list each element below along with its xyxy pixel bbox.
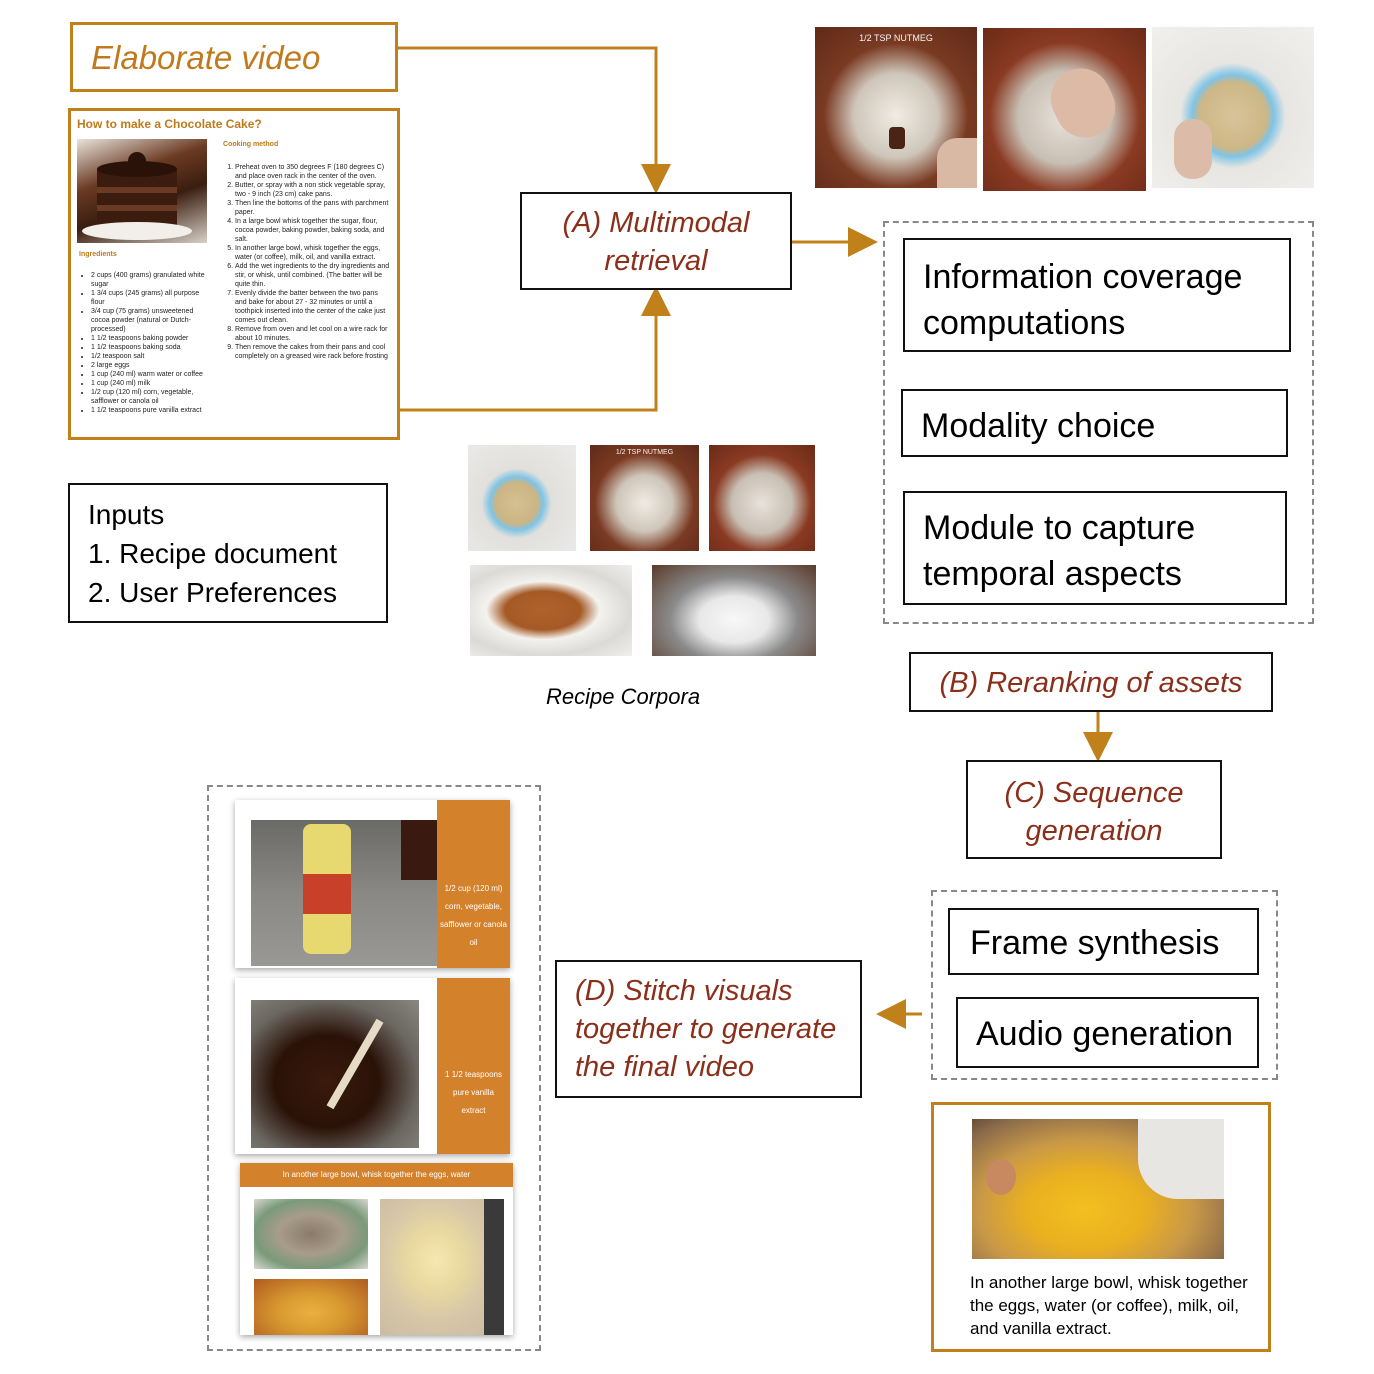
info-coverage-label: Information coverage computations: [923, 258, 1243, 342]
frame-3-caption: In another large bowl, whisk together th…: [282, 1170, 471, 1197]
elaborate-video-label: Elaborate video: [91, 39, 321, 76]
frame-3-caption-panel: In another large bowl, whisk together th…: [240, 1163, 513, 1197]
stitch-box: (D) Stitch visuals together to generate …: [555, 960, 862, 1098]
output-preview-caption: In another large bowl, whisk together th…: [970, 1273, 1248, 1338]
frame-1-caption: 1/2 cup (120 ml) corn, vegetable, safflo…: [440, 884, 507, 947]
frame-3-image-whisk: [380, 1199, 504, 1335]
modules-container: [883, 221, 1314, 624]
retrieved-image-sifter: [1152, 27, 1314, 188]
corpus-image-mixing: [709, 445, 815, 551]
arrow-doc-to-retrieval: [400, 286, 671, 412]
reranking-label: (B) Reranking of assets: [939, 667, 1243, 699]
inputs-item: 1. Recipe document: [88, 538, 338, 569]
corpus-image-sifter: [468, 445, 576, 551]
ingredient-item: 1 1/2 teaspoons baking soda: [91, 343, 209, 352]
step-item: Evenly divide the batter between the two…: [235, 289, 391, 325]
audio-generation-label: Audio generation: [976, 1015, 1234, 1053]
frame-2-caption-panel: 1 1/2 teaspoons pure vanilla extract: [437, 978, 510, 1154]
recipe-document: How to make a Chocolate Cake? Ingredient…: [68, 108, 400, 440]
step-item: Butter, or spray with a non stick vegeta…: [235, 181, 391, 199]
multimodal-retrieval-box: (A) Multimodal retrieval: [520, 192, 792, 290]
ingredient-item: 2 cups (400 grams) granulated white suga…: [91, 271, 209, 289]
nutmeg-label: 1/2 TSP NUTMEG: [859, 33, 933, 43]
retrieved-image-mixing: [983, 28, 1146, 191]
inputs-box: Inputs 1. Recipe document 2. User Prefer…: [68, 483, 388, 623]
info-coverage-box: Information coverage computations: [903, 238, 1291, 352]
ingredient-item: 2 large eggs: [91, 361, 209, 370]
output-preview-image: [972, 1119, 1224, 1259]
cooking-method-heading: Cooking method: [223, 141, 279, 148]
frame-3-image-bowl: [254, 1199, 368, 1269]
ingredient-item: 1/2 cup (120 ml) corn, vegetable, safflo…: [91, 388, 209, 406]
step-item: Then line the bottoms of the pans with p…: [235, 199, 391, 217]
output-frame-3: In another large bowl, whisk together th…: [240, 1163, 513, 1335]
ingredients-list: 2 cups (400 grams) granulated white suga…: [79, 271, 209, 415]
temporal-module-label: Module to capture temporal aspects: [923, 509, 1196, 593]
ingredient-item: 3/4 cup (75 grams) unsweetened cocoa pow…: [91, 307, 209, 334]
reranking-box: (B) Reranking of assets: [909, 652, 1273, 712]
corpus-nutmeg-label: 1/2 TSP NUTMEG: [615, 449, 674, 456]
corpus-image-nutmeg: 1/2 TSP NUTMEG: [590, 445, 699, 551]
sequence-generation-box: (C) Sequence generation: [966, 760, 1222, 859]
sequence-generation-label: (C) Sequence generation: [1004, 777, 1184, 847]
oil-bottle-image: [251, 820, 437, 966]
audio-generation-box: Audio generation: [956, 997, 1259, 1068]
frame-3-image-eggs: [254, 1279, 368, 1335]
step-item: In another large bowl, whisk together th…: [235, 244, 391, 262]
multimodal-retrieval-label: (A) Multimodal retrieval: [562, 207, 750, 277]
output-frame-2: 1 1/2 teaspoons pure vanilla extract: [235, 978, 510, 1154]
stitch-label: (D) Stitch visuals together to generate …: [575, 975, 837, 1083]
ingredient-item: 1 cup (240 ml) milk: [91, 379, 209, 388]
retrieved-image-nutmeg: 1/2 TSP NUTMEG: [815, 27, 977, 188]
recipe-corpora-label: Recipe Corpora: [546, 684, 701, 709]
inputs-item: 2. User Preferences: [88, 577, 337, 608]
frame-synthesis-label: Frame synthesis: [970, 924, 1220, 962]
step-item: In a large bowl whisk together the sugar…: [235, 217, 391, 244]
recipe-title: How to make a Chocolate Cake?: [77, 117, 262, 131]
corpus-image-strainer: [652, 565, 816, 656]
vanilla-image: [251, 1000, 419, 1148]
ingredient-item: 1 3/4 cups (245 grams) all purpose flour: [91, 289, 209, 307]
temporal-module-box: Module to capture temporal aspects: [903, 491, 1287, 605]
step-item: Preheat oven to 350 degrees F (180 degre…: [235, 163, 391, 181]
ingredient-item: 1 1/2 teaspoons baking powder: [91, 334, 209, 343]
modality-choice-box: Modality choice: [901, 389, 1288, 457]
output-frame-1: 1/2 cup (120 ml) corn, vegetable, safflo…: [235, 800, 510, 968]
modality-choice-label: Modality choice: [921, 407, 1156, 445]
corpus-image-pancakes: [470, 565, 632, 656]
output-preview: In another large bowl, whisk together th…: [931, 1102, 1271, 1352]
cake-image: [77, 139, 207, 243]
ingredient-item: 1/2 teaspoon salt: [91, 352, 209, 361]
inputs-heading: Inputs: [88, 499, 165, 530]
ingredient-item: 1 cup (240 ml) warm water or coffee: [91, 370, 209, 379]
ingredients-heading: Ingredients: [79, 251, 117, 258]
ingredient-item: 1 1/2 teaspoons pure vanilla extract: [91, 406, 209, 415]
frame-1-caption-panel: 1/2 cup (120 ml) corn, vegetable, safflo…: [437, 800, 510, 968]
synthesis-container: [931, 890, 1278, 1080]
step-item: Then remove the cakes from their pans an…: [235, 343, 391, 361]
frame-2-caption: 1 1/2 teaspoons pure vanilla extract: [445, 1070, 502, 1115]
output-frames-container: [207, 785, 541, 1351]
elaborate-video-box: Elaborate video: [70, 22, 398, 92]
cooking-steps: Preheat oven to 350 degrees F (180 degre…: [223, 163, 391, 361]
arrow-video-to-retrieval: [398, 46, 671, 194]
step-item: Remove from oven and let cool on a wire …: [235, 325, 391, 343]
frame-synthesis-box: Frame synthesis: [948, 908, 1259, 975]
step-item: Add the wet ingredients to the dry ingre…: [235, 262, 391, 289]
